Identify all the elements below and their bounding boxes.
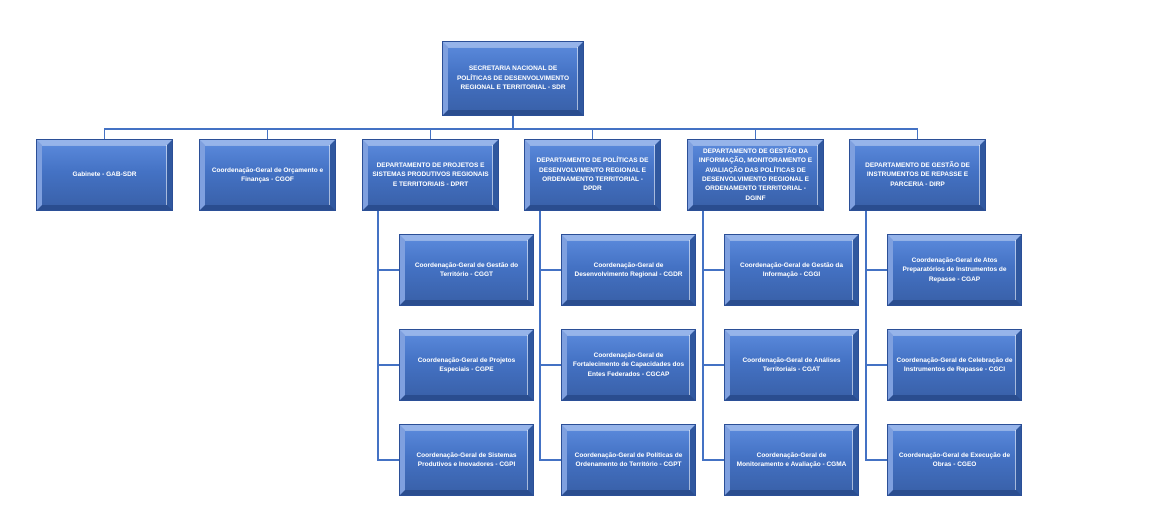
org-node-cgci-label: Coordenação-Geral de Celebração de Instr…	[896, 356, 1013, 373]
connector-drop-dirp	[916, 128, 919, 140]
connector-dpdr-stub-2	[539, 364, 562, 366]
org-node-cgeo-label: Coordenação-Geral de Execução de Obras -…	[898, 451, 1011, 468]
org-node-dirp-label: DEPARTAMENTO DE GESTÃO DE INSTRUMENTOS D…	[865, 161, 970, 188]
org-node-cgpe-label: Coordenação-Geral de Projetos Especiais …	[417, 356, 516, 373]
org-node-cgma-label: Coordenação-Geral de Monitoramento e Ava…	[736, 451, 847, 468]
org-node-dpdr[interactable]: DEPARTAMENTO DE POLÍTICAS DE DESENVOLVIM…	[524, 139, 661, 211]
org-node-cgat[interactable]: Coordenação-Geral de Análises Territoria…	[724, 329, 859, 401]
org-node-cgeo[interactable]: Coordenação-Geral de Execução de Obras -…	[887, 424, 1022, 496]
connector-dirp-stub-3	[865, 459, 888, 461]
org-node-gab-sdr-label: Gabinete - GAB-SDR	[72, 171, 137, 179]
connector-dpdr-rail	[539, 210, 541, 460]
connector-dginf-rail	[702, 210, 704, 460]
org-node-cgcap[interactable]: Coordenação-Geral de Fortalecimento de C…	[561, 329, 696, 401]
org-node-cgap[interactable]: Coordenação-Geral de Atos Preparatórios …	[887, 234, 1022, 306]
org-node-cgci[interactable]: Coordenação-Geral de Celebração de Instr…	[887, 329, 1022, 401]
org-node-dginf-label: DEPARTAMENTO DE GESTÃO DA INFORMAÇÃO, MO…	[698, 147, 813, 202]
connector-dginf-stub-3	[702, 459, 725, 461]
org-node-cgpi-label: Coordenação-Geral de Sistemas Produtivos…	[416, 451, 517, 468]
connector-dprt-stub-2	[377, 364, 400, 366]
connector-dirp-stub-2	[865, 364, 888, 366]
connector-dirp-stub-1	[865, 269, 888, 271]
connector-drop-dprt	[429, 128, 432, 140]
org-node-cgpt-label: Coordenação-Geral de Políticas de Ordena…	[574, 451, 683, 468]
org-node-cgpe[interactable]: Coordenação-Geral de Projetos Especiais …	[399, 329, 534, 401]
org-node-cggt[interactable]: Coordenação-Geral de Gestão do Territóri…	[399, 234, 534, 306]
org-node-cgap-label: Coordenação-Geral de Atos Preparatórios …	[902, 256, 1007, 283]
org-node-cggi[interactable]: Coordenação-Geral de Gestão da Informaçã…	[724, 234, 859, 306]
org-node-cgdr-label: Coordenação-Geral de Desenvolvimento Reg…	[574, 261, 683, 278]
connector-dpdr-stub-3	[539, 459, 562, 461]
org-node-cgof-label: Coordenação-Geral de Orçamento e Finança…	[211, 166, 324, 183]
org-node-cgma[interactable]: Coordenação-Geral de Monitoramento e Ava…	[724, 424, 859, 496]
connector-drop-gab	[103, 128, 106, 140]
org-node-dirp[interactable]: DEPARTAMENTO DE GESTÃO DE INSTRUMENTOS D…	[849, 139, 986, 211]
connector-dprt-stub-3	[377, 459, 400, 461]
connector-drop-cgof	[266, 128, 269, 140]
org-node-dginf[interactable]: DEPARTAMENTO DE GESTÃO DA INFORMAÇÃO, MO…	[687, 139, 824, 211]
org-node-cgat-label: Coordenação-Geral de Análises Territoria…	[742, 356, 841, 373]
connector-dpdr-stub-1	[539, 269, 562, 271]
org-node-cggi-label: Coordenação-Geral de Gestão da Informaçã…	[740, 261, 843, 278]
org-node-cggt-label: Coordenação-Geral de Gestão do Territóri…	[414, 261, 519, 278]
org-node-sdr[interactable]: SECRETARIA NACIONAL DE POLÍTICAS DE DESE…	[442, 41, 584, 116]
org-node-dpdr-label: DEPARTAMENTO DE POLÍTICAS DE DESENVOLVIM…	[536, 157, 649, 193]
connector-level2-rail	[103, 128, 919, 130]
connector-dginf-stub-1	[702, 269, 725, 271]
connector-root-drop	[512, 115, 514, 129]
connector-dirp-rail	[865, 210, 867, 460]
org-node-cgof[interactable]: Coordenação-Geral de Orçamento e Finança…	[199, 139, 336, 211]
org-node-cgpt[interactable]: Coordenação-Geral de Políticas de Ordena…	[561, 424, 696, 496]
org-node-sdr-label: SECRETARIA NACIONAL DE POLÍTICAS DE DESE…	[456, 65, 570, 92]
org-node-dprt-label: DEPARTAMENTO DE PROJETOS E SISTEMAS PROD…	[372, 161, 489, 188]
connector-dginf-stub-2	[702, 364, 725, 366]
connector-dprt-stub-1	[377, 269, 400, 271]
connector-drop-dginf	[754, 128, 757, 140]
org-node-cgdr[interactable]: Coordenação-Geral de Desenvolvimento Reg…	[561, 234, 696, 306]
org-node-dprt[interactable]: DEPARTAMENTO DE PROJETOS E SISTEMAS PROD…	[362, 139, 499, 211]
org-node-cgpi[interactable]: Coordenação-Geral de Sistemas Produtivos…	[399, 424, 534, 496]
org-node-cgcap-label: Coordenação-Geral de Fortalecimento de C…	[572, 351, 685, 378]
connector-drop-dpdr	[591, 128, 594, 140]
connector-dprt-rail	[377, 210, 379, 460]
org-node-gab-sdr[interactable]: Gabinete - GAB-SDR	[36, 139, 173, 211]
